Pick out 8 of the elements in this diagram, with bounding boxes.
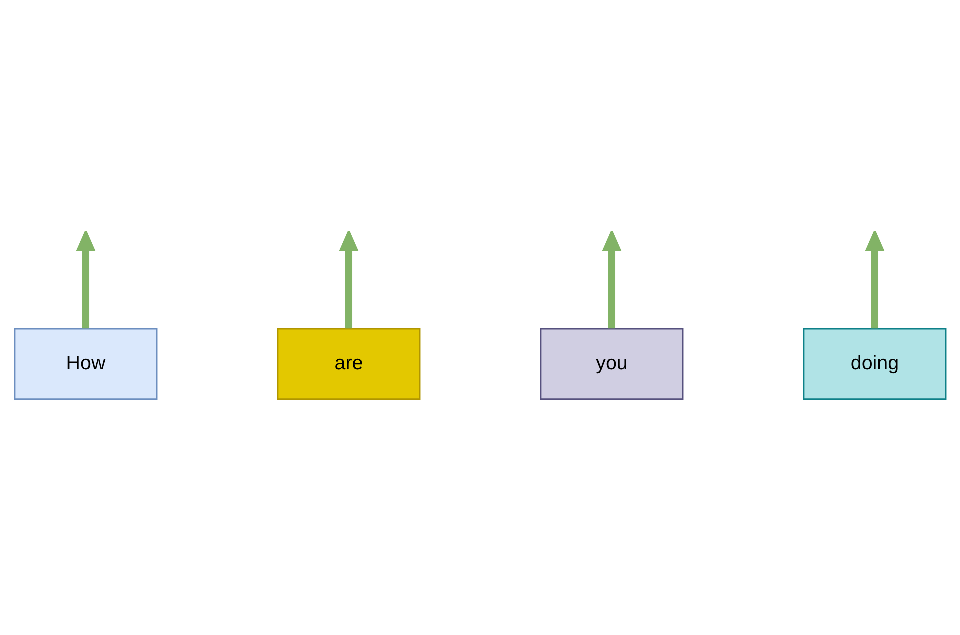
- node-box: How: [14, 328, 158, 400]
- node-box: you: [540, 328, 684, 400]
- arrow: [76, 230, 96, 328]
- node-box: doing: [802, 328, 946, 400]
- node-box: are: [276, 328, 420, 400]
- arrow: [864, 230, 884, 328]
- arrow: [602, 230, 622, 328]
- arrow: [338, 230, 358, 328]
